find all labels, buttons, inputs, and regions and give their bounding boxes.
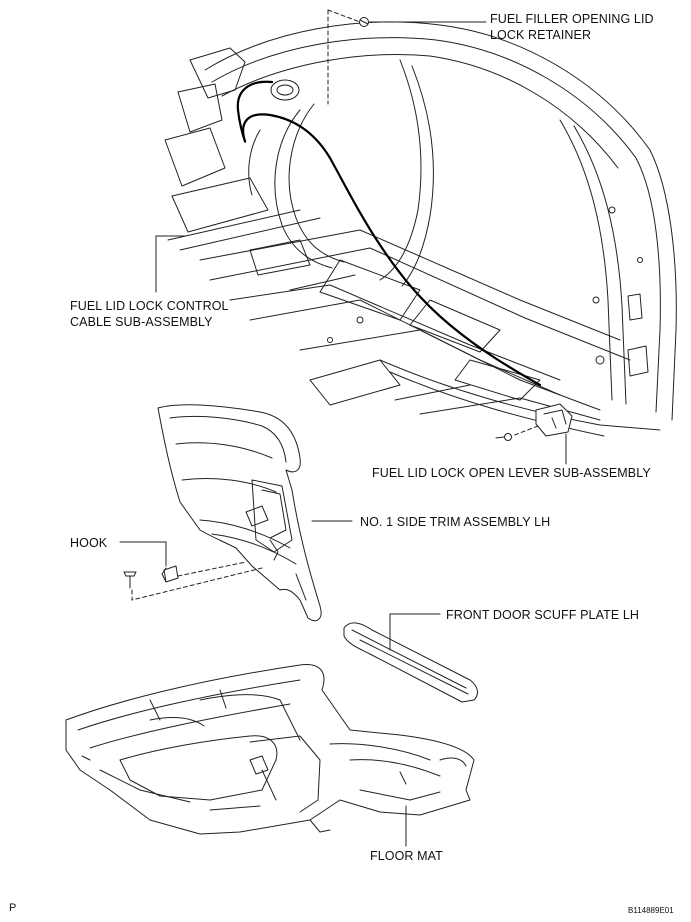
figure-id: B114889E01 (628, 906, 674, 915)
leader-lines (119, 21, 567, 847)
label-fuel-lid-lock-open-lever: FUEL LID LOCK OPEN LEVER SUB-ASSEMBLY (372, 466, 651, 480)
fuel-filler-opening-lid-lock-retainer (359, 17, 369, 27)
fuel-lid-lock-open-lever (535, 403, 573, 437)
side-trim-assembly (157, 404, 322, 622)
label-fuel-lid-lock-control-cable: FUEL LID LOCK CONTROL CABLE SUB-ASSEMBLY (70, 298, 229, 330)
fuel-lid-lock-control-cable (236, 80, 542, 387)
hook-clip (161, 565, 179, 583)
label-line-2: LOCK RETAINER (490, 28, 592, 42)
label-side-trim-assembly: NO. 1 SIDE TRIM ASSEMBLY LH (360, 515, 551, 529)
label-line-1: FUEL FILLER OPENING LID (490, 12, 654, 26)
label-line-1: FUEL LID LOCK CONTROL (70, 299, 229, 313)
label-floor-mat: FLOOR MAT (370, 849, 443, 863)
lever-screw (495, 433, 512, 441)
floor-mat (65, 663, 475, 835)
corner-mark: P (9, 902, 17, 914)
car-body-quarter-panel (164, 21, 677, 437)
label-front-door-scuff-plate: FRONT DOOR SCUFF PLATE LH (446, 608, 640, 622)
label-line-2: CABLE SUB-ASSEMBLY (70, 315, 213, 329)
trim-clip (123, 571, 137, 589)
front-door-scuff-plate (343, 622, 478, 703)
label-hook: HOOK (70, 536, 108, 550)
label-fuel-filler-opening-lid-lock-retainer: FUEL FILLER OPENING LID LOCK RETAINER (490, 11, 654, 43)
